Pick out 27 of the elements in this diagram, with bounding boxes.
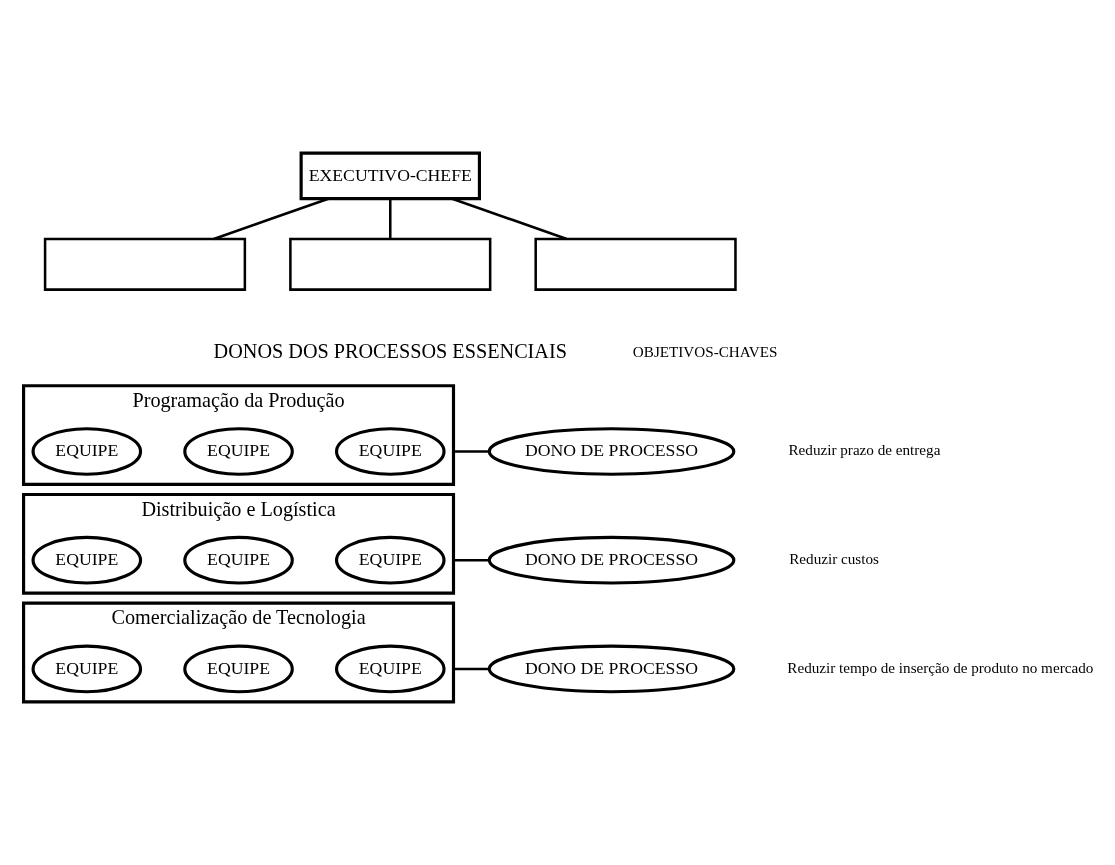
node-ellipse: EQUIPE	[31, 427, 143, 476]
connector	[389, 198, 392, 239]
label: OBJETIVOS-CHAVES	[632, 342, 778, 360]
node-ellipse: DONO DE PROCESSO	[487, 427, 736, 476]
label: DONOS DOS PROCESSOS ESSENCIAIS	[213, 339, 567, 362]
label: Reduzir custos	[789, 550, 879, 568]
node-ellipse: EQUIPE	[334, 427, 446, 476]
node-ellipse: EQUIPE	[183, 427, 294, 476]
node-box	[289, 237, 492, 291]
node-ellipse: EQUIPE	[31, 535, 143, 585]
node-ellipse: DONO DE PROCESSO	[487, 535, 736, 585]
node-ellipse: EQUIPE	[183, 535, 294, 585]
connector	[453, 450, 490, 453]
node-ellipse: EQUIPE	[31, 644, 143, 694]
node-box: EXECUTIVO-CHEFE	[299, 151, 481, 201]
label: Reduzir tempo de inserção de produto no mercado	[787, 658, 1094, 676]
node-ellipse: EQUIPE	[334, 535, 446, 585]
connector	[453, 667, 490, 671]
node-ellipse: EQUIPE	[334, 644, 446, 694]
connector	[213, 197, 329, 241]
node-ellipse: DONO DE PROCESSO	[487, 644, 736, 694]
node-ellipse: EQUIPE	[183, 644, 294, 694]
node-box	[43, 237, 247, 291]
node-box	[534, 237, 737, 291]
connector	[453, 558, 490, 562]
connector	[451, 197, 568, 241]
label: Reduzir prazo de entrega	[788, 441, 941, 459]
